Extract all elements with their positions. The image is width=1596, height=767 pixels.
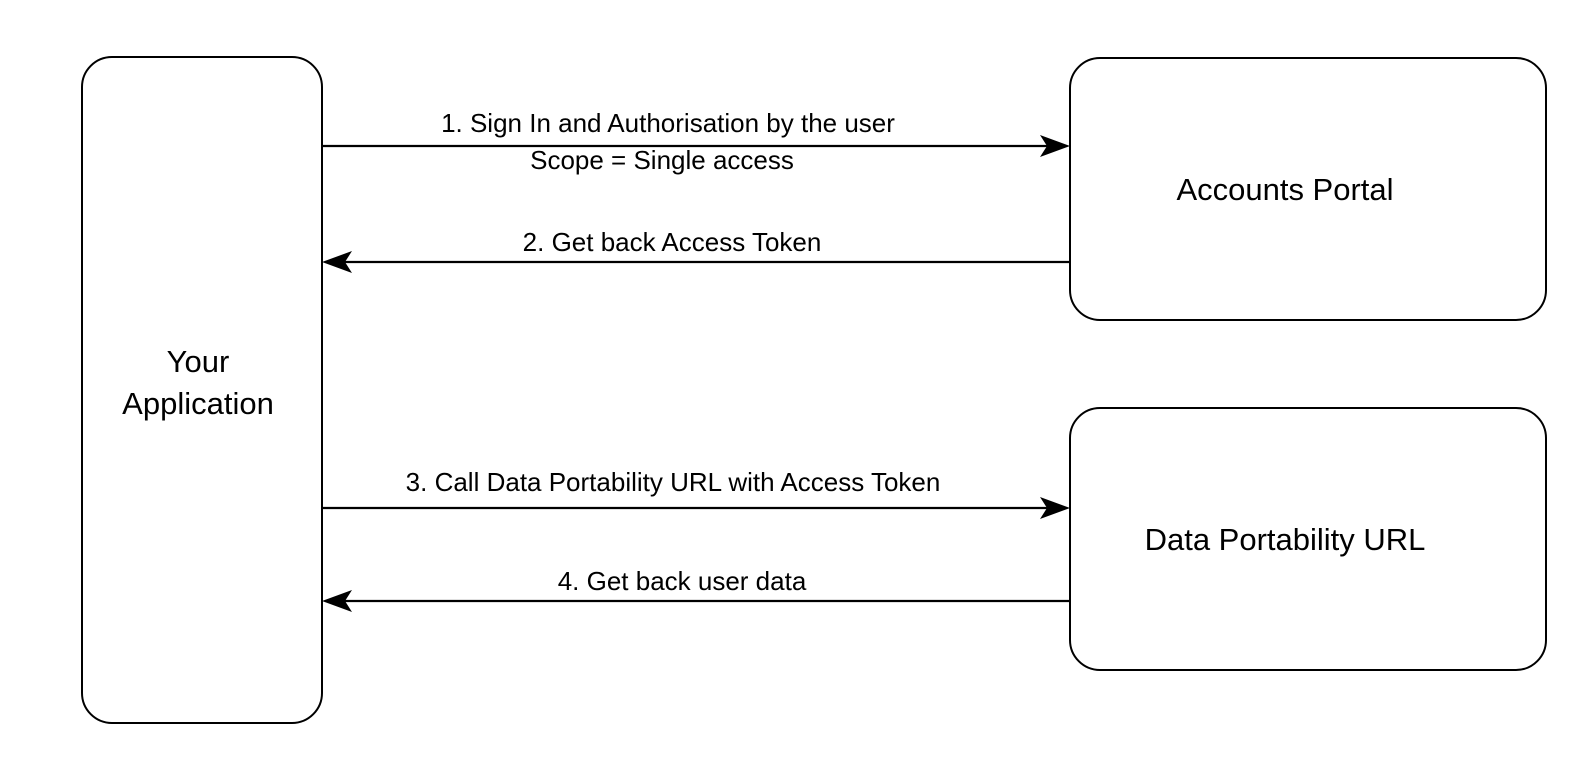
node-data-portability-url-label: Data Portability URL xyxy=(1145,522,1426,557)
node-accounts-portal-label: Accounts Portal xyxy=(1176,172,1393,207)
node-your-application-label-line1: Your xyxy=(167,344,230,379)
node-your-application-label-line2: Application xyxy=(122,386,274,421)
edge-step-4-label-above: 4. Get back user data xyxy=(558,566,807,596)
edge-step-3-arrowhead-icon xyxy=(1040,497,1070,519)
edge-step-1-label-above: 1. Sign In and Authorisation by the user xyxy=(441,108,895,138)
edge-step-3-label-above: 3. Call Data Portability URL with Access… xyxy=(406,467,941,497)
edge-step-1-arrowhead-icon xyxy=(1040,135,1070,157)
edge-step-2-label-above: 2. Get back Access Token xyxy=(523,227,822,257)
node-your-application[interactable] xyxy=(81,56,323,724)
node-data-portability-url[interactable] xyxy=(1069,407,1547,671)
node-accounts-portal[interactable] xyxy=(1069,57,1547,321)
edge-step-4-arrowhead-icon xyxy=(322,590,352,612)
edge-step-2-arrowhead-icon xyxy=(322,251,352,273)
edge-step-1-label-below: Scope = Single access xyxy=(530,145,794,175)
